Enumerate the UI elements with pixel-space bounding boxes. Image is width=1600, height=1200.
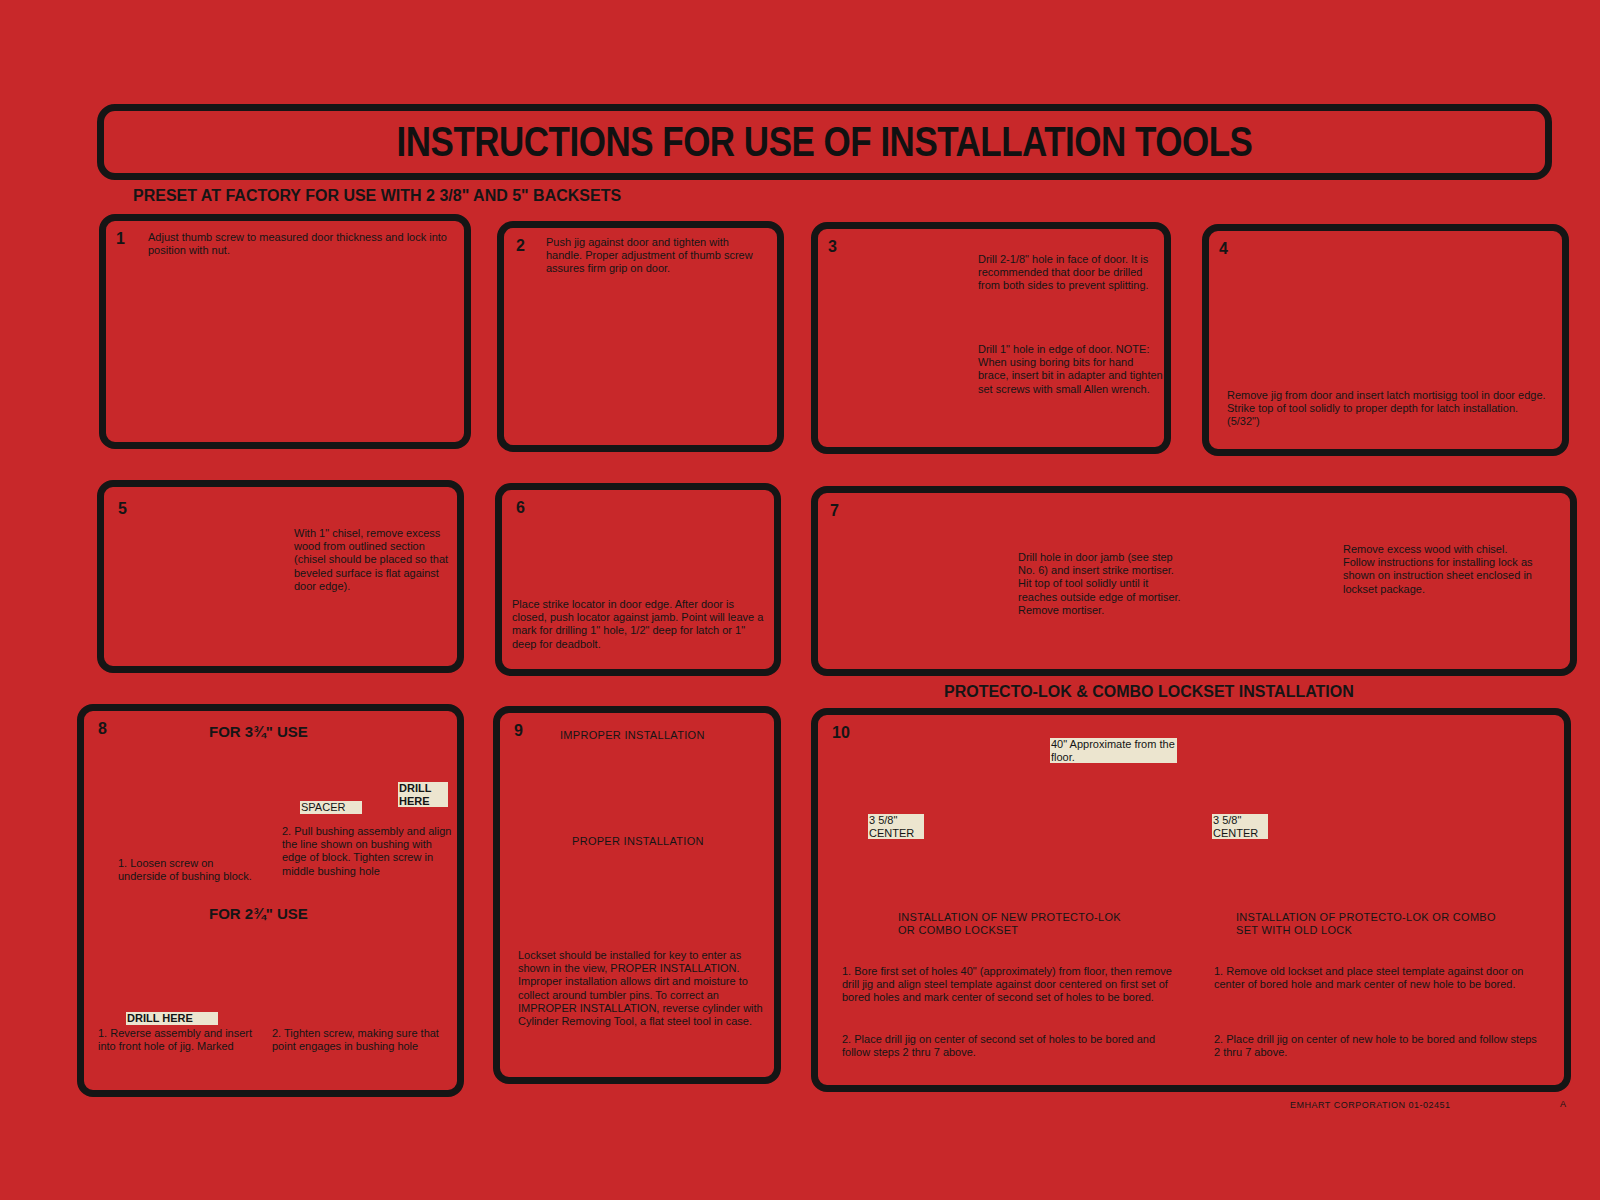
instruction-panel: 5With 1" chisel, remove excess wood from… [97,480,464,673]
step-number: 10 [832,723,872,742]
step-number: 1 [116,229,146,248]
step-text: Lockset should be installed for key to e… [518,949,763,1028]
instruction-panel: 8 FOR 3¾" USE 1. Loosen screw on underside… [77,704,464,1097]
step-text: 2. Tighten screw, making sure that point… [272,1027,450,1053]
step-text: 1. Bore first set of holes 40" (approxim… [842,965,1177,1005]
caption: IMPROPER INSTALLATION [560,729,760,742]
caption: INSTALLATION OF NEW PROTECTO-LOK OR COMB… [898,911,1133,937]
step-text: Remove jig from door and insert latch mo… [1227,389,1552,429]
instruction-panel: 10INSTALLATION OF NEW PROTECTO-LOK OR CO… [811,708,1571,1092]
step-number: 5 [118,499,148,518]
step-text: Remove excess wood with chisel. Follow i… [1343,543,1533,596]
part-name: DRILL HERE [126,1012,218,1025]
caption: INSTALLATION OF PROTECTO-LOK OR COMBO SE… [1236,911,1511,937]
caption: PROPER INSTALLATION [572,835,772,848]
step-text: Drill 2-1/8" hole in face of door. It is… [978,253,1156,293]
dimension: 3 5/8" CENTER [868,814,924,839]
footer-code: EMHART CORPORATION 01-02451 [1290,1100,1451,1110]
dimension: 3 5/8" CENTER [1212,814,1268,839]
step-number: 4 [1219,239,1249,258]
step-text: 2. Pull bushing assembly and align the l… [282,825,452,878]
instruction-panel: 6Place strike locator in door edge. Afte… [495,483,781,676]
section-heading: FOR 2¾" USE [209,905,389,923]
step-text: 2. Place drill jig on center of second s… [842,1033,1177,1059]
title-banner: INSTRUCTIONS FOR USE OF INSTALLATION TOO… [97,104,1552,180]
red-case [8,8,1592,1192]
step-text: 2. Place drill jig on center of new hole… [1214,1033,1539,1059]
subtitle: PRESET AT FACTORY FOR USE WITH 2 3/8" AN… [133,187,621,205]
section-heading: FOR 3¾" USE [209,723,389,741]
instruction-panel: 7Drill hole in door jamb (see step No. 6… [811,486,1577,676]
step-text: Push jig against door and tighten with h… [546,236,758,276]
step-number: 2 [516,236,546,255]
step-text: Adjust thumb screw to measured door thic… [148,231,458,257]
step-number: 8 [98,719,128,738]
step-text: With 1" chisel, remove excess wood from … [294,527,456,593]
step-text: Place strike locator in door edge. After… [512,598,770,651]
section-heading: PROTECTO-LOK & COMBO LOCKSET INSTALLATIO… [944,683,1354,701]
step-number: 3 [828,237,858,256]
step-number: 9 [514,721,544,740]
instruction-panel: 4Remove jig from door and insert latch m… [1202,224,1569,456]
step-text: Drill 1" hole in edge of door. NOTE: Whe… [978,343,1163,396]
step-text: 1. Loosen screw on underside of bushing … [118,857,258,883]
title-text: INSTRUCTIONS FOR USE OF INSTALLATION TOO… [397,118,1253,166]
instruction-panel: 9 IMPROPER INSTALLATION PROPER INSTALLATIO… [493,706,781,1084]
dimension-note: 40" Approximate from the floor. [1050,738,1177,763]
part-name: DRILL HERE [398,782,448,807]
instruction-panel: 3Drill 2-1/8" hole in face of door. It i… [811,222,1171,454]
step-number: 6 [516,498,546,517]
instruction-panel: 1Adjust thumb screw to measured door thi… [99,214,471,449]
step-text: 1. Reverse assembly and insert into fron… [98,1027,270,1053]
instruction-panel: 2Push jig against door and tighten with … [497,221,784,452]
step-number: 7 [830,501,860,520]
part-name: SPACER [300,801,362,814]
step-text: 1. Remove old lockset and place steel te… [1214,965,1539,991]
step-text: Drill hole in door jamb (see step No. 6)… [1018,551,1183,617]
revision-letter: A [1560,1099,1567,1109]
